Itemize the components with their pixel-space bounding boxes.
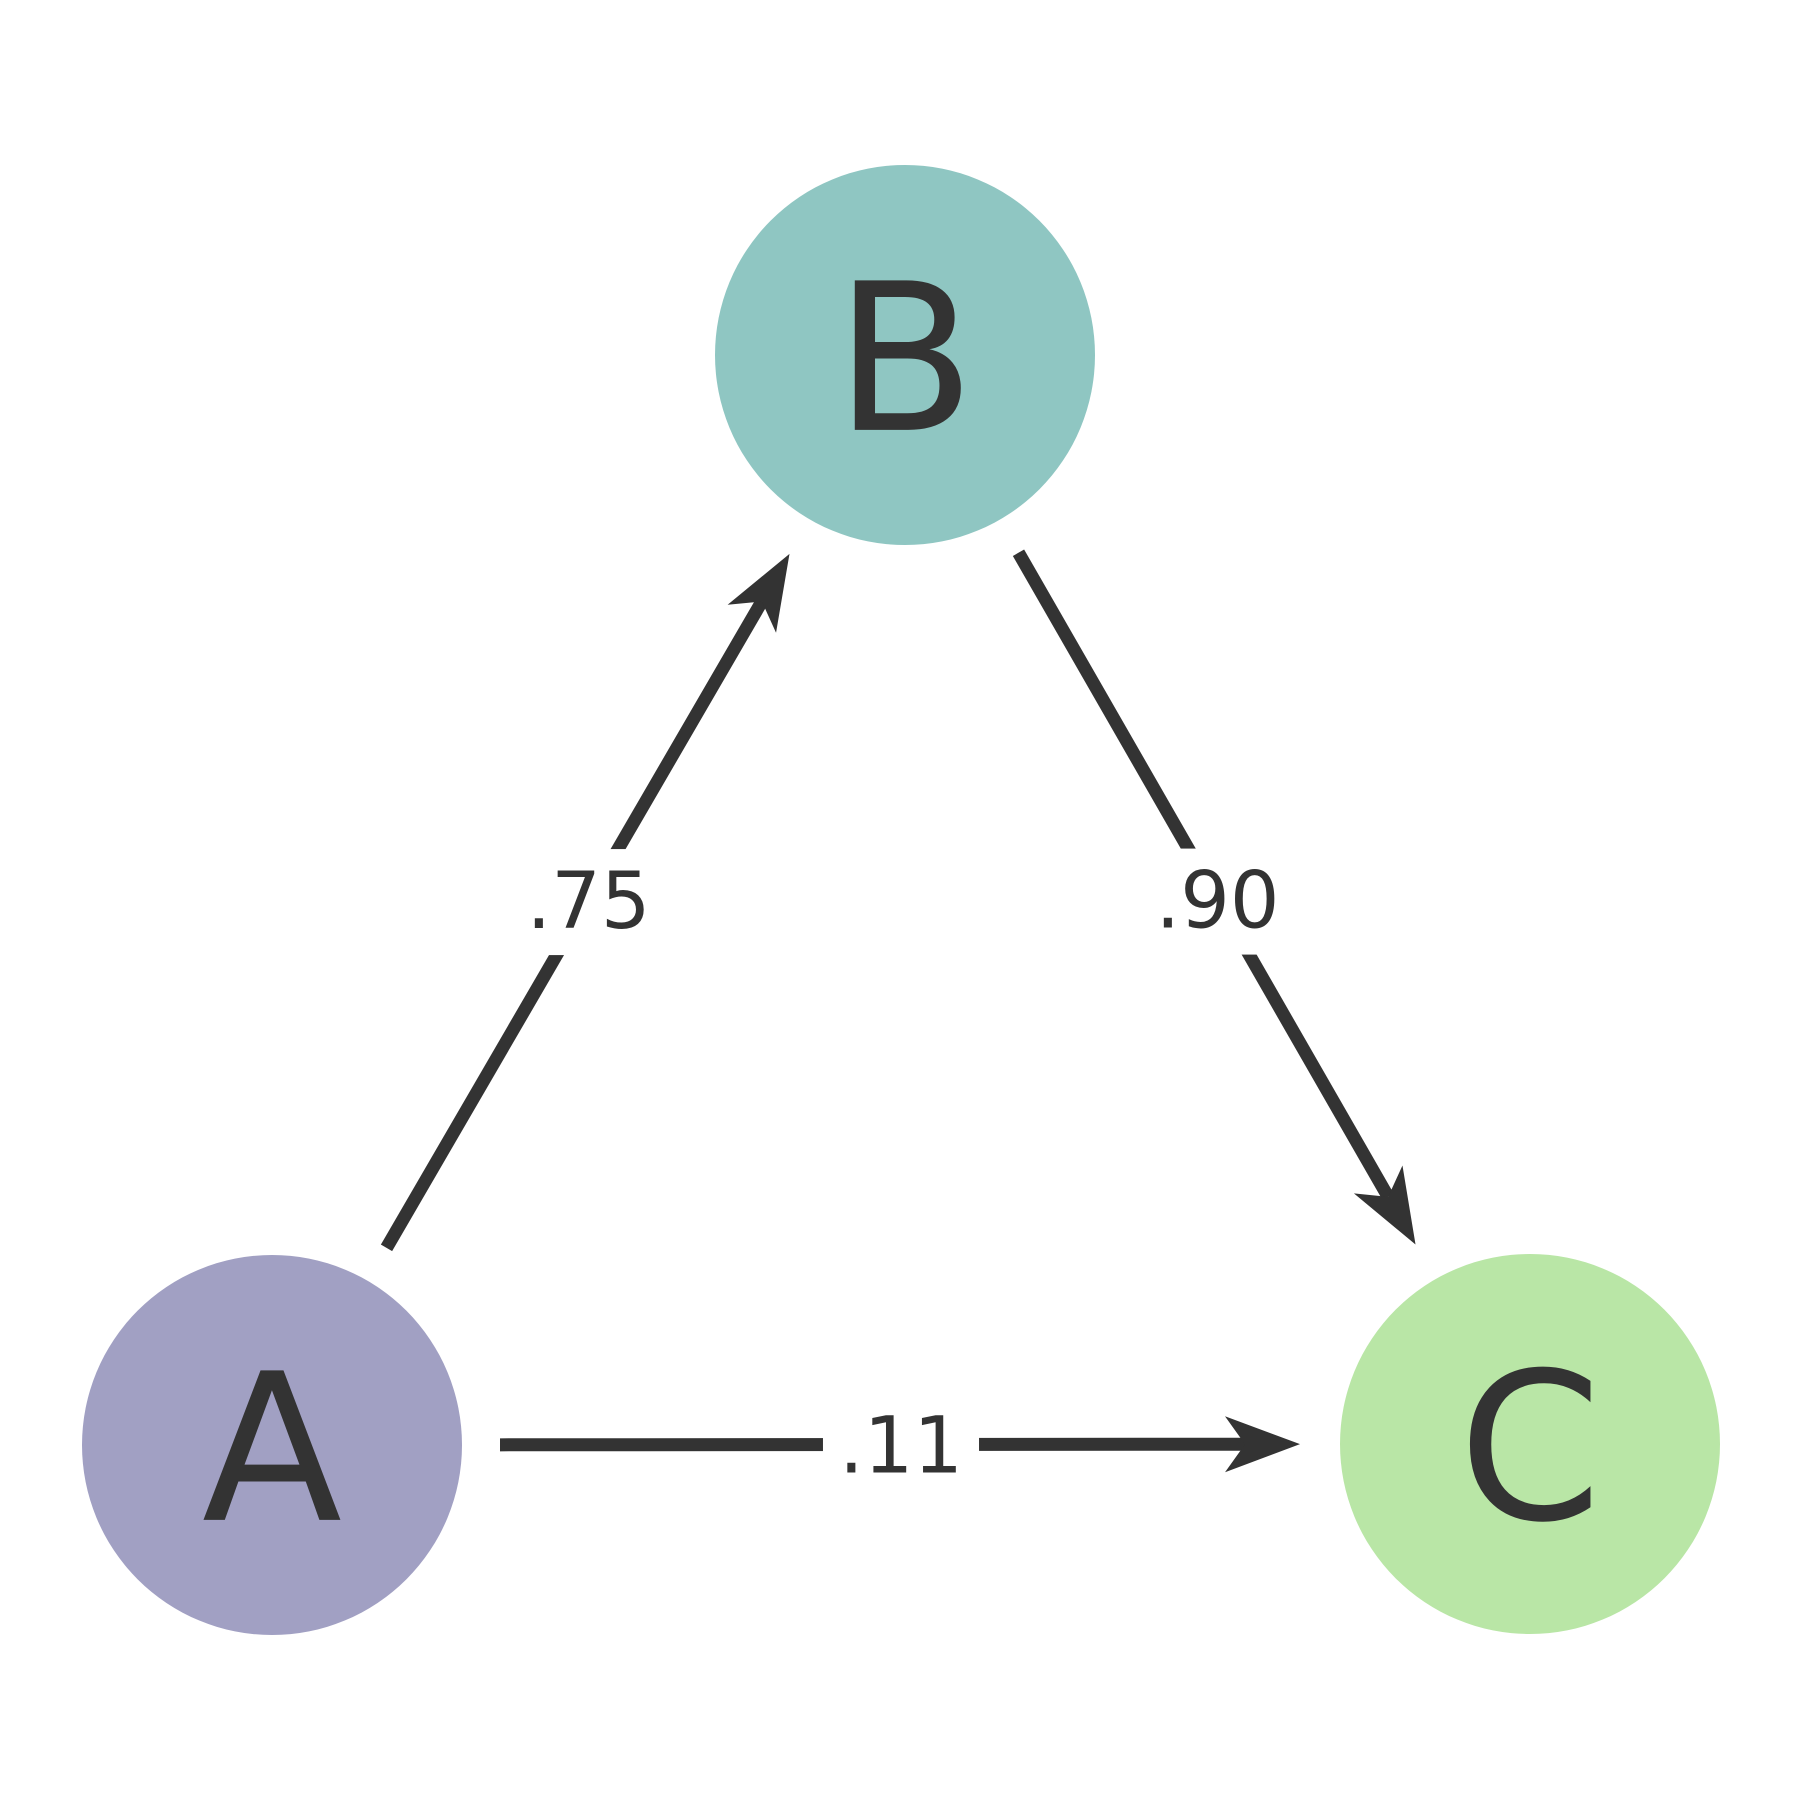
node-circle-a xyxy=(82,1255,462,1635)
edge-weight-label-b-c: .90 xyxy=(1155,857,1279,947)
node-label-a: A xyxy=(202,1331,342,1569)
node-circle-b xyxy=(715,165,1095,545)
edge-arrowhead-a-c xyxy=(1224,1416,1301,1473)
edge-arrowhead-b-c xyxy=(1353,1165,1416,1245)
edge-arrowhead-a-b xyxy=(727,553,790,633)
edge-weight-label-a-b: .75 xyxy=(526,857,650,947)
edge-weight-label-bg-b-c xyxy=(1139,848,1296,955)
edge-weight-label-bg-a-b xyxy=(510,849,667,956)
node-circle-c xyxy=(1340,1254,1720,1634)
edge-weight-label-bg-a-c xyxy=(822,1393,980,1500)
node-label-b: B xyxy=(835,241,976,479)
edge-weight-label-a-c: .11 xyxy=(839,1402,963,1492)
node-label-c: C xyxy=(1458,1330,1601,1568)
